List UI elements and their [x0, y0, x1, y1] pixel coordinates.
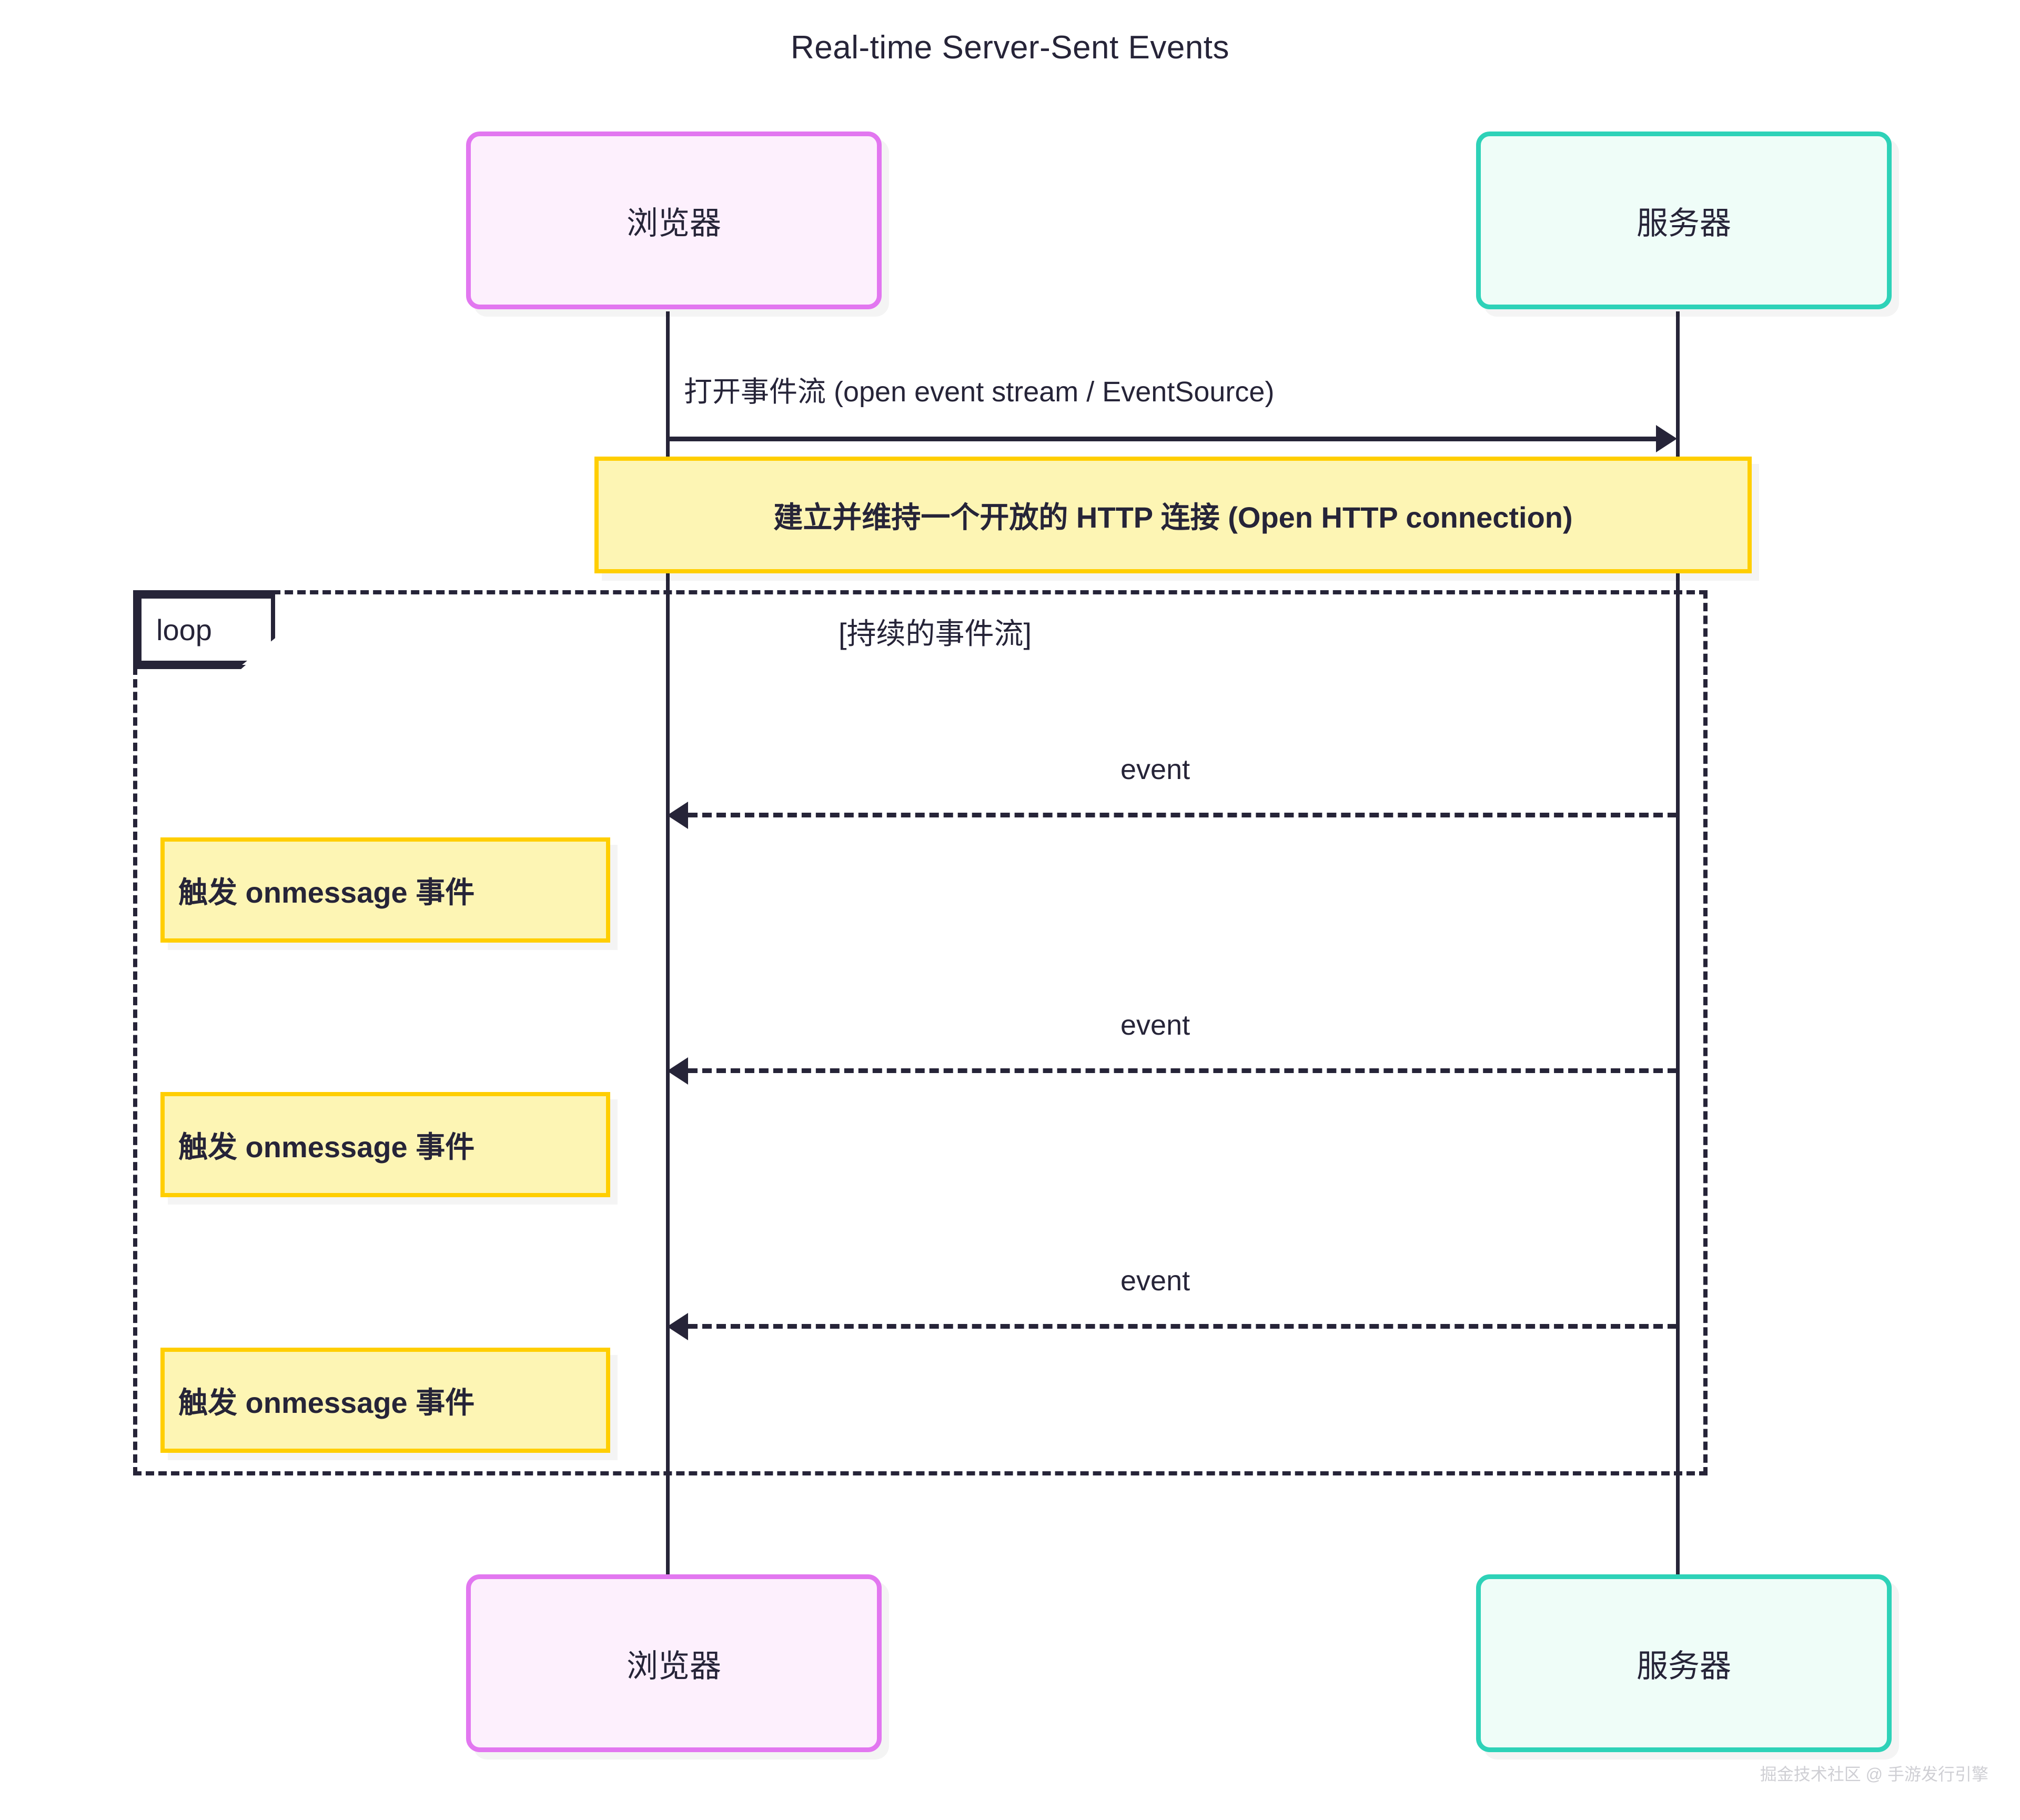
message-label-open-stream: 打开事件流 (open event stream / EventSource) — [684, 376, 1275, 408]
lifeline-server — [1676, 311, 1680, 1590]
participant-browser-bottom[interactable]: 浏览器 — [466, 1574, 882, 1752]
participant-server-bottom-label: 服务器 — [1637, 1648, 1731, 1684]
lifeline-browser — [666, 311, 670, 1590]
participant-browser-bottom-label: 浏览器 — [627, 1648, 721, 1684]
watermark: 掘金技术社区 @ 手游发行引擎 — [1760, 1765, 1988, 1784]
page-title: Real-time Server-Sent Events — [790, 29, 1230, 66]
message-label-event-1: event — [1120, 754, 1190, 785]
participant-browser-top[interactable]: 浏览器 — [466, 132, 882, 309]
message-line-event-2 — [688, 1068, 1677, 1073]
message-line-event-3 — [688, 1324, 1677, 1329]
note-onmessage-1: 触发 onmessage 事件 — [160, 837, 610, 943]
message-line-event-1 — [688, 813, 1677, 817]
note-onmessage-2: 触发 onmessage 事件 — [160, 1092, 610, 1197]
message-arrowhead-event-1 — [667, 802, 688, 829]
participant-server-top[interactable]: 服务器 — [1476, 132, 1892, 309]
loop-fragment — [133, 590, 1708, 1475]
note-open-http-connection: 建立并维持一个开放的 HTTP 连接 (Open HTTP connection… — [594, 457, 1752, 573]
note-onmessage-3: 触发 onmessage 事件 — [160, 1348, 610, 1453]
loop-fragment-label: loop — [133, 590, 275, 669]
loop-fragment-condition: [持续的事件流] — [839, 617, 1032, 650]
message-label-event-3: event — [1120, 1265, 1190, 1297]
participant-server-top-label: 服务器 — [1637, 205, 1731, 241]
message-label-event-2: event — [1120, 1009, 1190, 1041]
participant-server-bottom[interactable]: 服务器 — [1476, 1574, 1892, 1752]
message-arrowhead-event-2 — [667, 1057, 688, 1085]
message-line-open-stream — [667, 437, 1656, 441]
message-arrowhead-open-stream — [1656, 425, 1677, 452]
message-arrowhead-event-3 — [667, 1313, 688, 1340]
participant-browser-top-label: 浏览器 — [627, 205, 721, 241]
